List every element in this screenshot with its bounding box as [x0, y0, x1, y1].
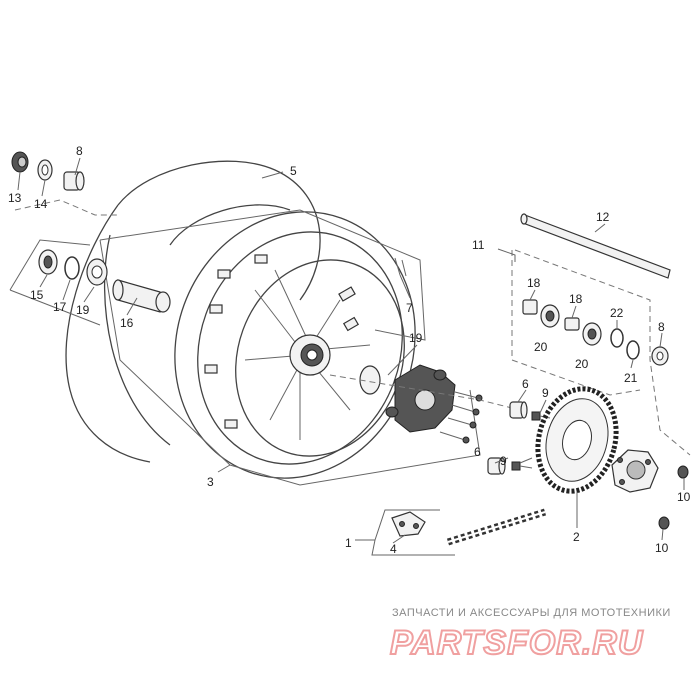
callout-13: 13 — [8, 191, 22, 205]
nut-10-bottom — [658, 516, 670, 530]
nut-13 — [11, 151, 29, 173]
spacer-8-left — [63, 171, 85, 191]
leader-lines — [17, 157, 685, 544]
axle-spacer-16 — [112, 279, 171, 313]
chain-kit-bracket — [355, 509, 455, 556]
axle-12 — [520, 213, 671, 279]
nut-10-top — [677, 465, 689, 479]
watermark-tagline: ЗАПЧАСТИ И АКСЕССУАРЫ ДЛЯ МОТОТЕХНИКИ — [392, 607, 671, 619]
sprocket-2 — [535, 386, 619, 494]
callout-9-top: 9 — [542, 386, 549, 400]
callout-21: 21 — [624, 371, 638, 385]
sprocket-carrier — [611, 449, 659, 493]
callout-9-bottom: 9 — [500, 454, 507, 468]
bolt-7 — [338, 257, 407, 332]
callout-20-left: 20 — [534, 340, 548, 354]
circlip-17 — [64, 256, 80, 280]
bearing-20-right — [582, 322, 602, 346]
callout-12: 12 — [596, 210, 610, 224]
drive-chain — [446, 508, 547, 546]
callout-10-top: 10 — [677, 490, 691, 504]
callout-8-left: 8 — [76, 144, 83, 158]
watermark: ЗАПЧАСТИ И АКСЕССУАРЫ ДЛЯ МОТОТЕХНИКИ PA… — [389, 607, 671, 663]
callout-3: 3 — [207, 475, 214, 489]
master-link-4 — [391, 511, 426, 537]
callout-5: 5 — [290, 164, 297, 178]
sleeve-6-top — [509, 401, 528, 419]
bearing-15 — [38, 249, 58, 275]
callout-18-left: 18 — [527, 276, 541, 290]
circlip-22 — [610, 328, 624, 348]
spacer-18-left — [522, 299, 538, 315]
callout-6-bottom: 6 — [474, 445, 481, 459]
callout-18-right: 18 — [569, 292, 583, 306]
studs — [439, 391, 483, 444]
bushing-19-left — [86, 258, 108, 286]
bolt-9-bottom — [511, 461, 533, 471]
spacer-18-right — [564, 317, 580, 331]
callout-11: 11 — [472, 238, 485, 252]
callout-8-right: 8 — [658, 320, 665, 334]
rim — [174, 211, 416, 479]
callout-15: 15 — [30, 288, 44, 302]
wheel-assembly-outline — [99, 209, 481, 486]
tire — [65, 160, 321, 463]
callout-1: 1 — [345, 536, 352, 550]
watermark-brand: PARTSFOR.RU — [390, 624, 644, 662]
spacer-8-right — [651, 346, 669, 366]
callout-19-right: 19 — [409, 331, 423, 345]
callout-4: 4 — [390, 542, 397, 556]
callout-labels: 1 2 3 4 5 6 6 7 8 8 9 9 10 10 11 12 13 1… — [8, 144, 691, 556]
washer-21 — [626, 340, 640, 360]
callout-20-right: 20 — [575, 357, 589, 371]
callout-22: 22 — [610, 306, 624, 320]
callout-6-top: 6 — [522, 377, 529, 391]
callout-17: 17 — [53, 300, 67, 314]
callout-2: 2 — [573, 530, 580, 544]
callout-19-left: 19 — [76, 303, 90, 317]
cush-drive-hub — [359, 364, 456, 433]
bearing-20-left — [540, 304, 560, 328]
callout-7: 7 — [406, 301, 413, 315]
callout-16: 16 — [120, 316, 134, 330]
callout-14: 14 — [34, 197, 48, 211]
callout-10-bottom: 10 — [655, 541, 669, 555]
washer-14 — [37, 159, 53, 181]
